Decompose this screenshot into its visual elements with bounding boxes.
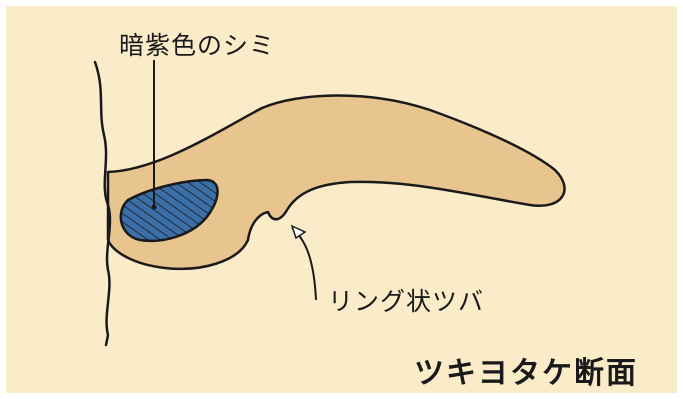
- stain-pointer-dot: [152, 205, 157, 210]
- ring-label: リング状ツバ: [328, 282, 484, 318]
- stain-label: 暗紫色のシミ: [119, 26, 275, 62]
- diagram-title: ツキヨタケ断面: [414, 348, 638, 392]
- tree-trunk-line: [95, 62, 110, 345]
- ring-pointer-arrow: [292, 226, 305, 238]
- mushroom-body: [108, 96, 565, 269]
